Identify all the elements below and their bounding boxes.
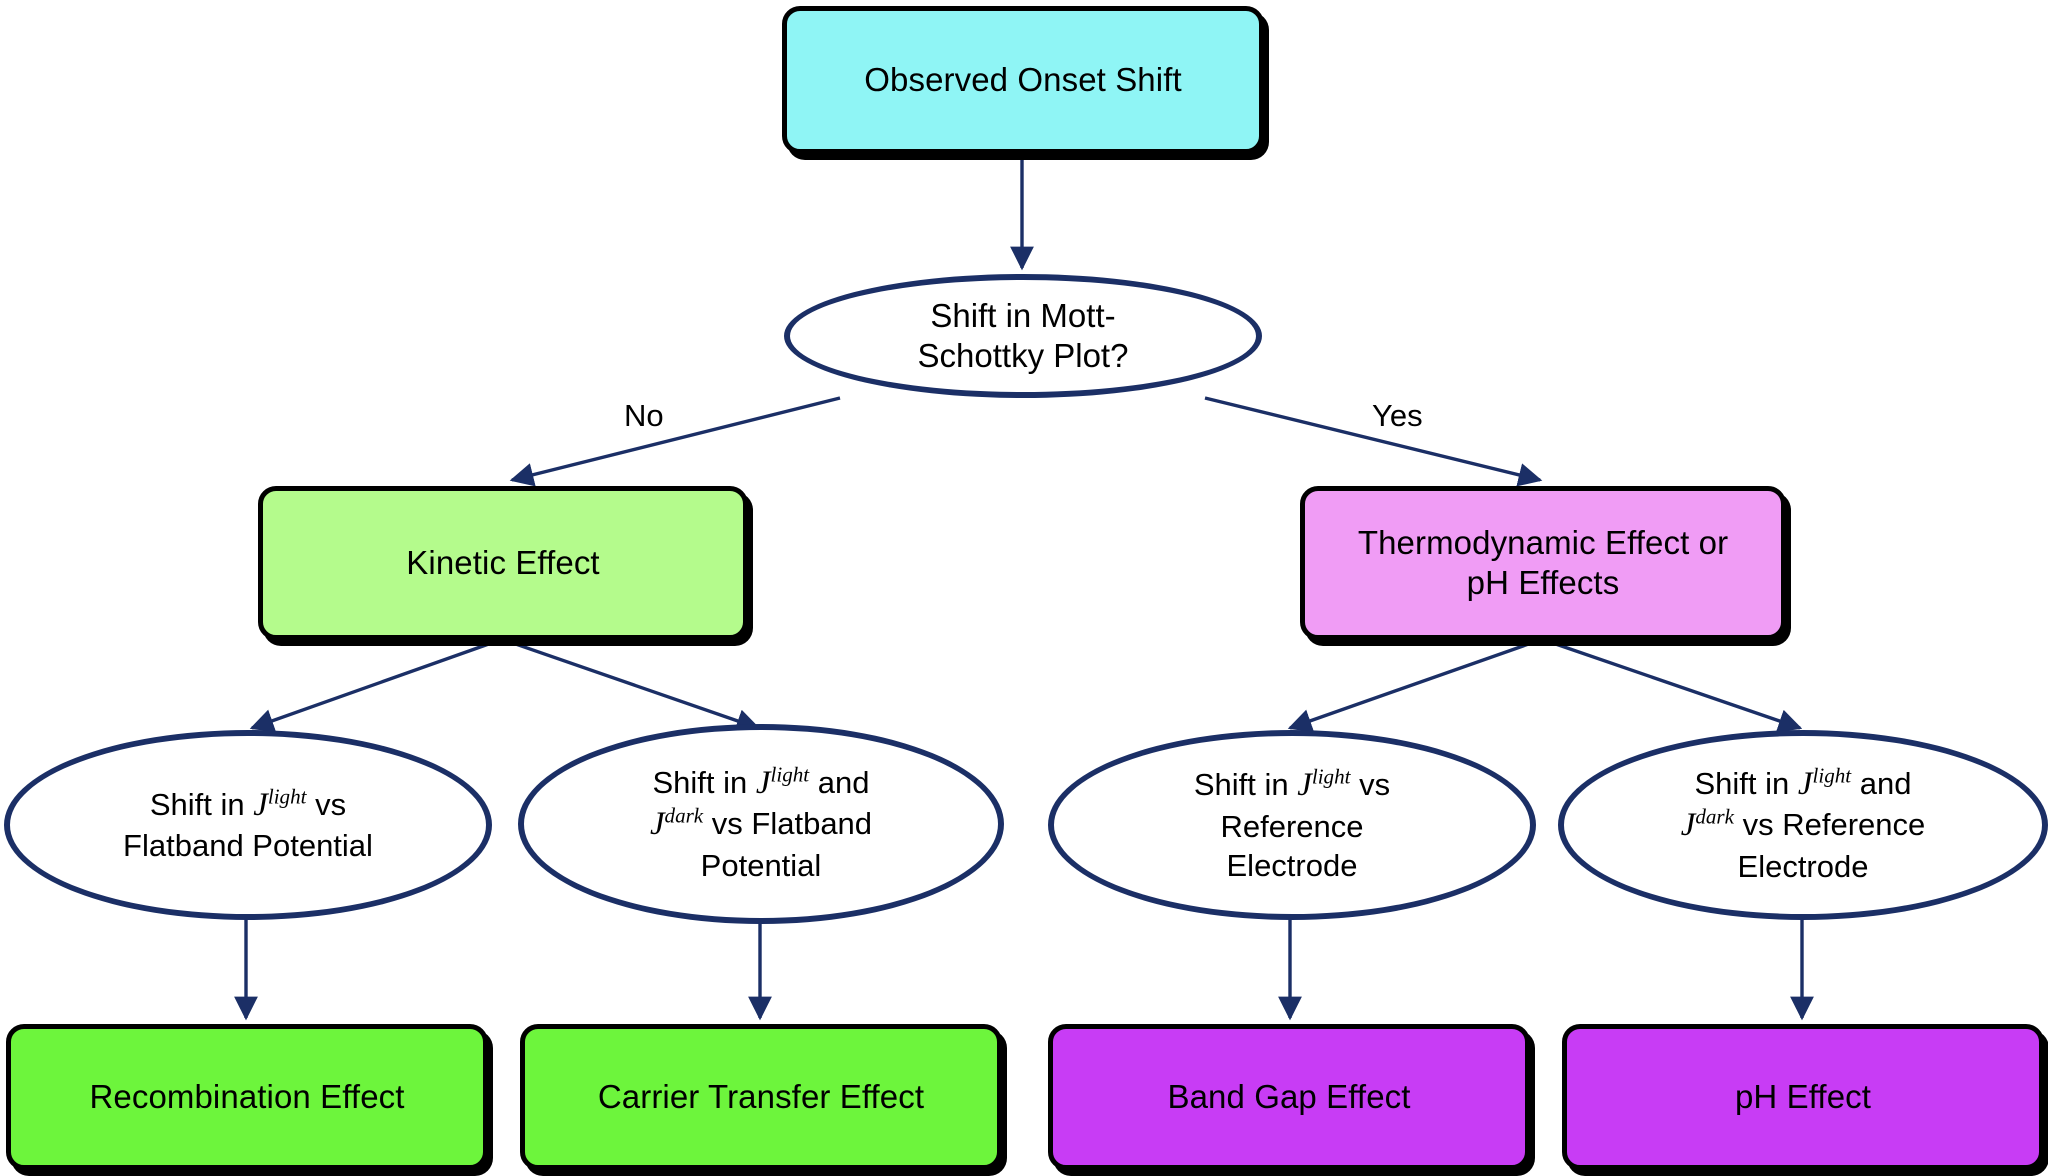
node-label: Band Gap Effect (1167, 1077, 1411, 1115)
node-label: Carrier Transfer Effect (597, 1077, 925, 1115)
ell2-mid: and (809, 765, 870, 801)
node-carrier-transfer-effect[interactable]: Carrier Transfer Effect (520, 1024, 1002, 1170)
ell4-tail: Electrode (1737, 848, 1869, 884)
node-kinetic-effect[interactable]: Kinetic Effect (258, 486, 748, 640)
ell3-tail: Electrode (1226, 847, 1358, 883)
node-label: Shift in Jlight vs Reference Electrode (1168, 765, 1416, 884)
ell4-mid2: vs Reference (1733, 807, 1926, 843)
edge-thermo-ellright (1543, 638, 1803, 733)
ell2-var2: J (649, 806, 665, 843)
node-label: Shift in Jlight and Jdark vs Flatband Po… (624, 763, 898, 885)
node-decision-mott-schottky[interactable]: Shift in Mott- Schottky Plot? (784, 274, 1262, 398)
ell2-var1: J (755, 765, 771, 802)
node-shift-jlight-vs-reference[interactable]: Shift in Jlight vs Reference Electrode (1048, 730, 1536, 920)
ell4-mid: and (1851, 766, 1912, 802)
node-label: Observed Onset Shift (864, 60, 1182, 98)
ell1-prefix: Shift in (149, 786, 254, 822)
edge-label-yes: Yes (1372, 398, 1423, 433)
ell3-sup1: light (1311, 764, 1351, 789)
node-label: Shift in Jlight and Jdark vs Reference E… (1655, 764, 1952, 886)
node-observed-onset-shift[interactable]: Observed Onset Shift (782, 6, 1264, 154)
node-shift-jlight-vs-flatband[interactable]: Shift in Jlight vs Flatband Potential (4, 730, 492, 920)
node-ph-effect[interactable]: pH Effect (1562, 1024, 2044, 1170)
ell1-var1: J (253, 786, 268, 823)
edge-kinetic-ellleft (249, 638, 501, 733)
decision-line2: Schottky Plot? (917, 337, 1129, 374)
ell2-mid2: vs Flatband (703, 806, 873, 842)
edge-kinetic-ellright (503, 638, 761, 733)
thermo-line1: Thermodynamic Effect or (1357, 523, 1729, 561)
node-label: Shift in Mott- Schottky Plot? (892, 296, 1155, 377)
ell4-var2: J (1680, 807, 1696, 844)
ell2-sup1: light (770, 762, 810, 787)
ell4-sup1: light (1812, 763, 1852, 788)
ell4-sup2: dark (1695, 805, 1734, 830)
node-recombination-effect[interactable]: Recombination Effect (6, 1024, 488, 1170)
edge-thermo-ellleft (1287, 638, 1541, 733)
node-label: Thermodynamic Effect or pH Effects (1346, 523, 1740, 604)
ell3-mid: vs (1350, 767, 1391, 803)
ell4-var1: J (1797, 766, 1813, 803)
ell3-var1: J (1297, 767, 1312, 804)
ell2-prefix: Shift in (652, 765, 756, 801)
ell3-prefix: Shift in (1193, 767, 1298, 803)
node-label: pH Effect (1734, 1077, 1872, 1115)
ell1-mid: vs (306, 786, 347, 822)
edge-decision-kinetic (509, 396, 841, 487)
node-label: Shift in Jlight vs Flatband Potential (97, 785, 399, 865)
ell1-sup1: light (267, 784, 307, 809)
node-band-gap-effect[interactable]: Band Gap Effect (1048, 1024, 1530, 1170)
node-shift-jlight-jdark-vs-reference[interactable]: Shift in Jlight and Jdark vs Reference E… (1558, 730, 2048, 920)
edge-label-no: No (624, 398, 664, 433)
ell1-tail: Flatband Potential (123, 828, 373, 864)
ell2-sup2: dark (664, 804, 704, 829)
ell4-prefix: Shift in (1694, 766, 1798, 802)
ell3-line2: Reference (1220, 808, 1364, 844)
node-shift-jlight-jdark-vs-flatband[interactable]: Shift in Jlight and Jdark vs Flatband Po… (518, 724, 1004, 924)
ell2-tail: Potential (700, 847, 822, 883)
node-thermodynamic-ph-effects[interactable]: Thermodynamic Effect or pH Effects (1300, 486, 1786, 640)
thermo-line2: pH Effects (1466, 564, 1620, 601)
decision-line1: Shift in Mott- (930, 296, 1116, 334)
node-label: Kinetic Effect (406, 543, 600, 581)
node-label: Recombination Effect (89, 1077, 405, 1115)
